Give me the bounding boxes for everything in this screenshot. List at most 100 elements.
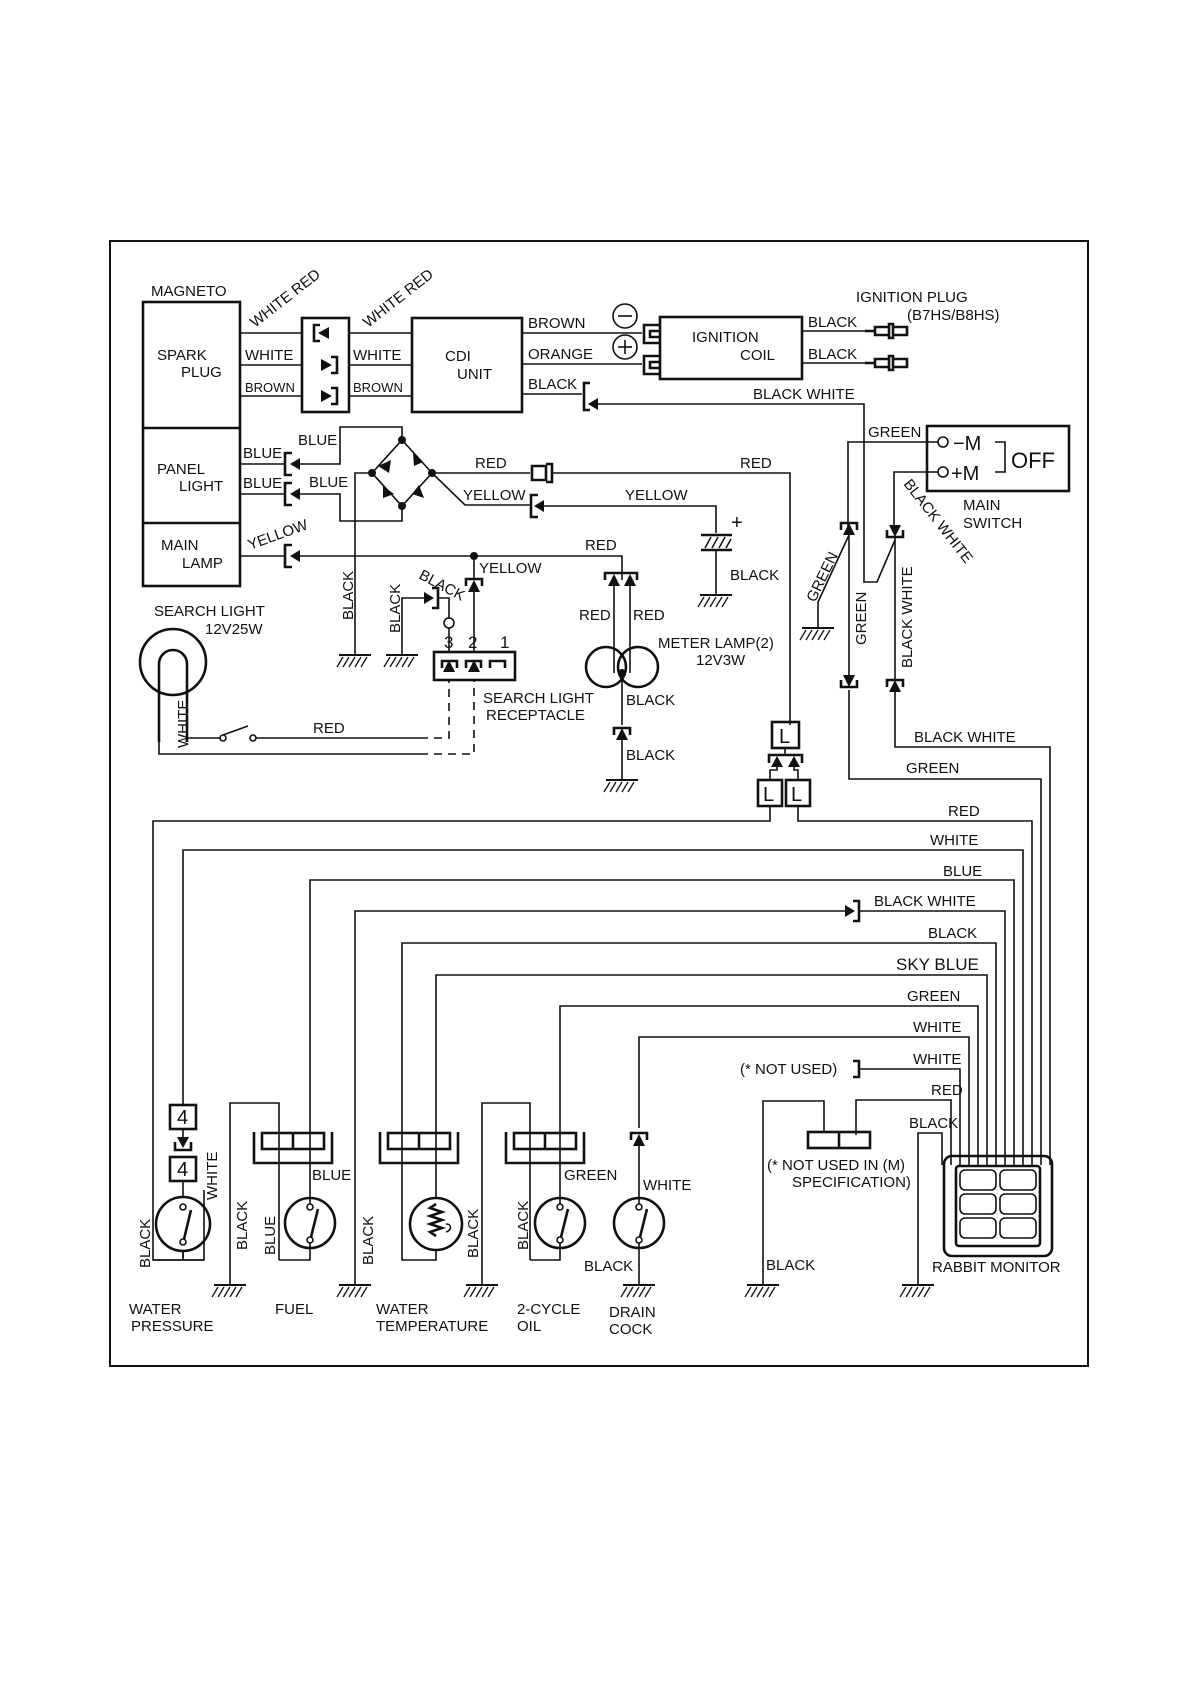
wire-label-search-white: WHITE (175, 700, 192, 748)
wire-label-panel-blue-1: BLUE (243, 445, 282, 462)
sensor-label-oil-2: OIL (517, 1318, 541, 1335)
wire-label-meter-red-2: RED (633, 607, 665, 624)
plus-terminal-icon (612, 334, 638, 360)
sensor-label-wt-2: TEMPERATURE (376, 1318, 488, 1335)
pin-2: 2 (468, 633, 477, 652)
wire-label-wp-black: BLACK (137, 1219, 154, 1268)
sensor-label-oil-1: 2-CYCLE (517, 1301, 580, 1318)
wire-label-wp-white: WHITE (204, 1152, 221, 1200)
sensor-label-fuel: FUEL (275, 1301, 313, 1318)
sensor-label-2: PRESSURE (131, 1318, 214, 1335)
sensor-label-wt-1: WATER (376, 1301, 429, 1318)
bus-label-red-2: RED (931, 1082, 963, 1099)
wire-label-white-1: WHITE (245, 347, 293, 364)
panel-light-label-2: LIGHT (179, 478, 223, 495)
rabbit-monitor: RABBIT MONITOR (932, 1154, 1061, 1276)
ignition-plug-label-1: IGNITION PLUG (856, 289, 968, 306)
main-switch: −M +M OFF MAIN SWITCH (925, 424, 1071, 532)
ignition-coil: IGNITION COIL (612, 303, 804, 381)
main-switch-label-1: MAIN (963, 497, 1001, 514)
wire-label-oil-green: GREEN (564, 1167, 617, 1184)
wire-label-search-red: RED (313, 720, 345, 737)
wire-label-white-red-1: WHITE RED (247, 266, 324, 331)
main-lamp-label-2: LAMP (182, 555, 223, 572)
magneto: MAGNETO SPARK PLUG PANEL LIGHT MAIN LAMP (141, 283, 242, 588)
wire-label-drain-black: BLACK (584, 1258, 633, 1275)
bus-label-black-2: BLACK (909, 1115, 958, 1132)
wire-label-fuel-black: BLACK (234, 1201, 251, 1250)
bus-label-white-2: WHITE (913, 1019, 961, 1036)
cdi-label-1: CDI (445, 348, 471, 365)
sensor-label-1: WATER (129, 1301, 182, 1318)
wire-label-batt-yellow: YELLOW (625, 487, 688, 504)
search-light-label-2: 12V25W (205, 621, 263, 638)
cdi-label-2: UNIT (457, 366, 492, 383)
wire-label-rect-red: RED (475, 455, 507, 472)
not-used-m-label-2: SPECIFICATION) (792, 1174, 911, 1191)
wire-label-batt-black: BLACK (730, 567, 779, 584)
bus-label-white-3: WHITE (913, 1051, 961, 1068)
wire-label-white-red-2: WHITE RED (360, 266, 437, 331)
bus-label-sky-blue: SKY BLUE (896, 955, 979, 974)
wire-label-cdi-orange: ORANGE (528, 346, 593, 363)
wire-label-recept-black: BLACK (416, 567, 467, 605)
wire-label-drain-white: WHITE (643, 1177, 691, 1194)
wire-label-panel-blue-2: BLUE (298, 432, 337, 449)
wire-label-wt-black-2: BLACK (465, 1209, 482, 1258)
bus-label-white-1: WHITE (930, 832, 978, 849)
connector-4-bottom: 4 (177, 1159, 188, 1181)
spark-plug-label-2: PLUG (181, 364, 222, 381)
wire-label-gnd-black-1: BLACK (340, 571, 357, 620)
sensor-label-dc-2: COCK (609, 1321, 652, 1338)
wire-label-nu-black: BLACK (766, 1257, 815, 1274)
minus-terminal-icon (612, 303, 638, 329)
wire-label-gnd-black-2: BLACK (387, 584, 404, 633)
wire-label-white-2: WHITE (353, 347, 401, 364)
spark-plug-icon (865, 322, 909, 372)
magneto-cdi-connector (300, 316, 351, 414)
bus-label-red: RED (948, 803, 980, 820)
wire-label-green-diag: GREEN (803, 549, 842, 604)
rectifier-bridge (368, 436, 436, 510)
l-connector-group: L L L (756, 720, 812, 808)
wire-label-rect-yellow: YELLOW (463, 487, 526, 504)
wire-label-fuel-blue-1: BLUE (312, 1167, 351, 1184)
meter-lamps: METER LAMP(2) 12V3W (584, 571, 774, 689)
battery: + (701, 512, 743, 552)
switch-minus-m: −M (953, 433, 981, 455)
wire-label-fuel-blue-2: BLUE (262, 1216, 279, 1255)
wire-label-black-white-top: BLACK WHITE (753, 386, 855, 403)
l-connector-left: L (763, 784, 774, 806)
wire-label-brown-2: BROWN (353, 380, 403, 395)
magneto-label: MAGNETO (151, 283, 227, 300)
wire-label-meter-black-1: BLACK (626, 692, 675, 709)
switch-off: OFF (1011, 448, 1055, 473)
main-switch-label-2: SWITCH (963, 515, 1022, 532)
ignition-plug-label-2: (B7HS/B8HS) (907, 307, 1000, 324)
diagram-frame (109, 240, 1089, 1367)
wire-label-bw-bus: BLACK WHITE (914, 729, 1016, 746)
wire-label-coil-black-2: BLACK (808, 346, 857, 363)
meter-lamp-label-1: METER LAMP(2) (658, 635, 774, 652)
wire-label-green-bus: GREEN (906, 760, 959, 777)
ignition-coil-label-1: IGNITION (692, 329, 759, 346)
search-light: SEARCH LIGHT 12V25W (138, 603, 265, 742)
not-used-m-label-1: (* NOT USED IN (M) (767, 1157, 905, 1174)
wire-label-bw-vert: BLACK WHITE (899, 566, 916, 668)
l-connector-top: L (779, 726, 790, 748)
receptacle-label-2: RECEPTACLE (486, 707, 585, 724)
bus-label-blue: BLUE (943, 863, 982, 880)
switch-plus-m: +M (951, 463, 979, 485)
wire-label-lamp-yellow: YELLOW (246, 516, 311, 554)
cdi-unit: CDI UNIT (410, 316, 524, 414)
not-used-label: (* NOT USED) (740, 1061, 837, 1078)
wire-label-oil-black: BLACK (515, 1201, 532, 1250)
wire-label-wt-black: BLACK (360, 1216, 377, 1265)
wire-label-green-vert: GREEN (853, 592, 870, 645)
wire-label-lamp-yellow-2: YELLOW (479, 560, 542, 577)
wire-label-panel-blue-3: BLUE (243, 475, 282, 492)
search-light-receptacle: 3 2 1 SEARCH LIGHT RECEPTACLE (432, 633, 594, 724)
wire-label-brown-1: BROWN (245, 380, 295, 395)
ignition-coil-label-2: COIL (740, 347, 775, 364)
